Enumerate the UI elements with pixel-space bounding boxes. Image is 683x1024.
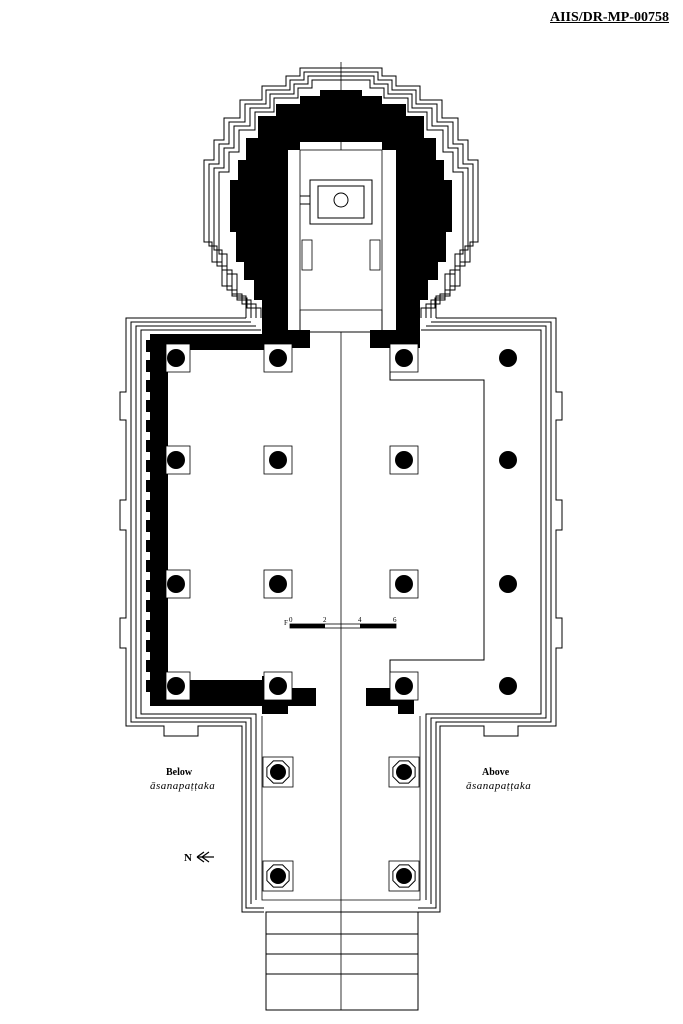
octagonal-pillar	[262, 860, 294, 892]
pillar-base	[389, 671, 419, 701]
pilaster	[165, 671, 191, 701]
scale-prefix: F	[284, 619, 288, 627]
mandapa-wall	[150, 334, 290, 706]
scale-tick: 2	[323, 616, 327, 624]
scale-bar: F 0 2 4 6	[284, 616, 397, 629]
scale-tick: 4	[358, 616, 362, 624]
wall-serration	[146, 340, 152, 692]
antarala-wall-top	[262, 330, 420, 348]
mandapa-mouldings	[119, 317, 563, 913]
pilaster	[165, 343, 191, 373]
entrance-steps	[265, 911, 419, 1011]
sanctum-cell	[299, 149, 383, 333]
pillar-base	[263, 445, 293, 475]
pillar-base	[263, 569, 293, 599]
scale-tick: 6	[393, 616, 397, 624]
south-bench-outline	[389, 348, 485, 690]
below-label-sub: āsanapaṭṭaka	[150, 780, 215, 792]
pilaster	[165, 445, 191, 475]
north-arrow: N	[184, 851, 214, 864]
pillar-base	[389, 569, 419, 599]
pillar-base	[389, 445, 419, 475]
reference-id: AIIS/DR-MP-00758	[550, 10, 669, 25]
pillar	[499, 451, 517, 469]
pillar	[499, 575, 517, 593]
mandapa-pillars	[165, 343, 517, 701]
sanctum-outer-mouldings	[203, 67, 479, 318]
north-label: N	[184, 852, 192, 864]
pillar	[499, 677, 517, 695]
octagonal-pillar	[388, 756, 420, 788]
porch-pillars	[262, 756, 420, 892]
porch-outline	[261, 716, 421, 901]
sanctum-wall	[230, 90, 452, 332]
octagonal-pillar	[388, 860, 420, 892]
octagonal-pillar	[262, 756, 294, 788]
entrance-wall	[262, 688, 414, 706]
pillar-base	[389, 343, 419, 373]
below-label: Below	[166, 767, 193, 778]
pillar-base	[263, 343, 293, 373]
pilaster	[165, 569, 191, 599]
pillar-base	[263, 671, 293, 701]
above-label-sub: āsanapaṭṭaka	[466, 780, 531, 792]
scale-tick: 0	[289, 616, 293, 624]
pillar	[499, 349, 517, 367]
above-label: Above	[482, 767, 510, 778]
